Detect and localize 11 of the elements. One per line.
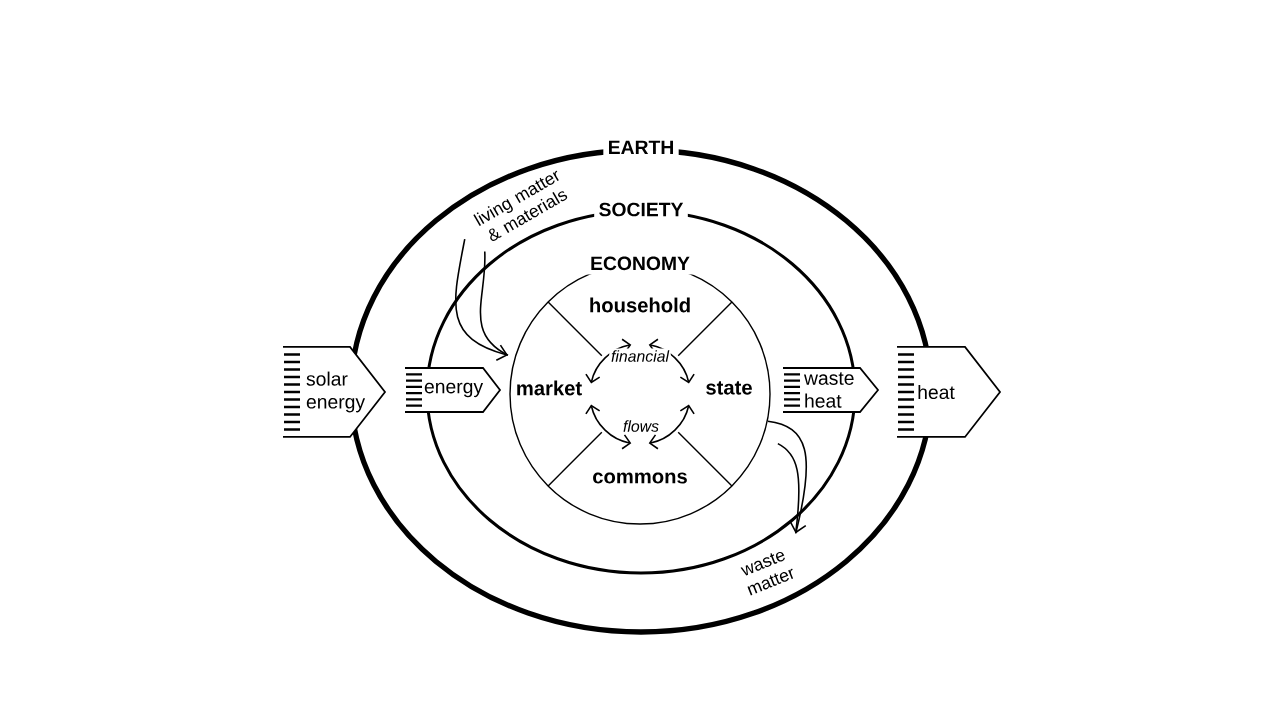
flow-arrow-box: solar energy: [282, 346, 387, 438]
sector: commons: [593, 431, 733, 487]
flow-arrow: [585, 404, 632, 450]
flow-label: flows: [621, 418, 661, 434]
flow-arrow-box: energy: [404, 367, 502, 413]
curved-arrow: [767, 420, 808, 535]
flow-label: financial: [609, 348, 671, 364]
flow-arrow: [648, 404, 695, 450]
flow-arrow-box: waste heat: [782, 367, 880, 413]
flow-arrow-box: heat: [896, 346, 1002, 438]
curved-arrow: [455, 238, 509, 362]
